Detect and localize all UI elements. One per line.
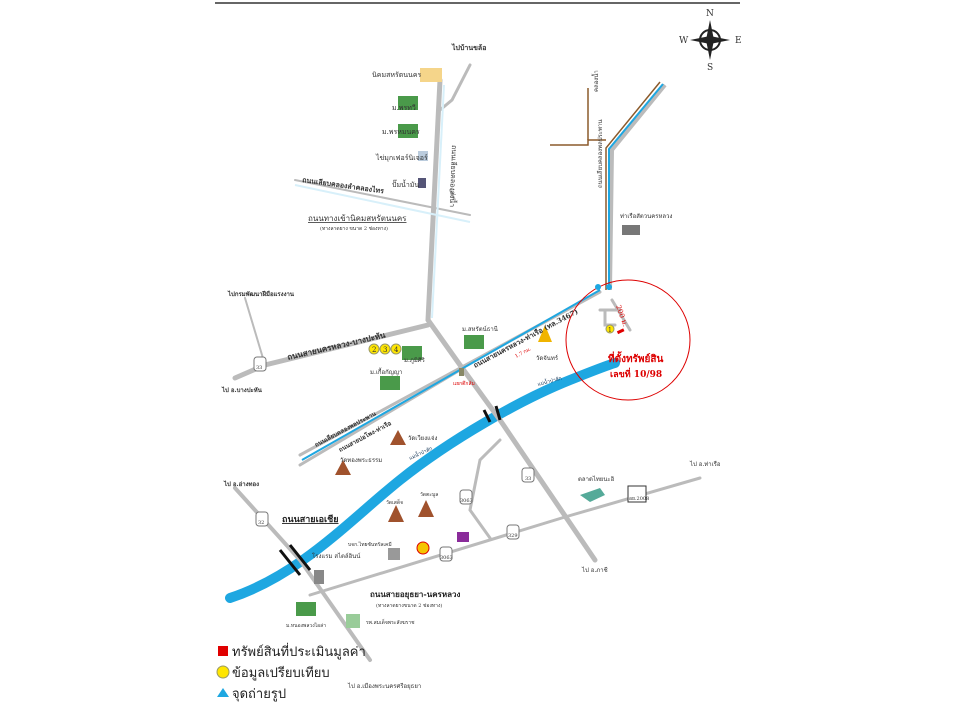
svg-text:ท่าเรือสัตวนครหลวง: ท่าเรือสัตวนครหลวง	[620, 212, 672, 220]
svg-text:ถนนเลียบคลองพลประพาน: ถนนเลียบคลองพลประพาน	[596, 120, 604, 188]
svg-text:ไปกรมพัฒนาฝีมือแรงงาน: ไปกรมพัฒนาฝีมือแรงงาน	[227, 290, 295, 298]
legend-comparable-icon	[216, 665, 230, 679]
label-nikhom: นิคมสหรัตนนคร	[372, 71, 422, 79]
svg-text:โรงแรม สไตล์อินน์: โรงแรม สไตล์อินน์	[312, 552, 360, 560]
legend-subject-label: ทรัพย์สินที่ประเมินมูลค่า	[232, 643, 366, 660]
marker-label: 1	[608, 327, 612, 334]
legend-photo-icon	[217, 688, 229, 697]
svg-text:ไข่มุกเฟอร์นิเจอร์: ไข่มุกเฟอร์นิเจอร์	[375, 153, 428, 162]
bridge-icons	[278, 405, 502, 576]
legend-subject-icon	[218, 646, 228, 656]
svg-text:(ทางลาดยางขนาด 2 ช่องทาง): (ทางลาดยางขนาด 2 ช่องทาง)	[376, 602, 442, 609]
svg-text:2: 2	[372, 346, 376, 354]
svg-text:ถนนสายอยุธยา-นครหลวง: ถนนสายอยุธยา-นครหลวง	[370, 589, 461, 600]
svg-text:ไป อ.ท่าเรือ: ไป อ.ท่าเรือ	[689, 460, 721, 468]
compass-s: S	[707, 63, 713, 73]
svg-text:วัดเวียงแจ่ง: วัดเวียงแจ่ง	[408, 434, 438, 442]
svg-text:ม.สหรัตน์ธานี: ม.สหรัตน์ธานี	[462, 325, 498, 333]
svg-text:ม.พรทวี: ม.พรทวี	[392, 104, 416, 112]
svg-text:วัดตะมูล: วัดตะมูล	[420, 492, 438, 498]
svg-text:33: 33	[525, 476, 531, 482]
compass-e: E	[735, 36, 742, 46]
compass-icon: N E S W	[679, 9, 742, 73]
svg-text:รพ.สมเด็จพระสังฆราช: รพ.สมเด็จพระสังฆราช	[366, 618, 415, 626]
svg-text:อย.2008: อย.2008	[629, 496, 649, 502]
svg-text:ม.เกื้อกัญญา: ม.เกื้อกัญญา	[370, 366, 402, 376]
subject-number: เลขที่ 10/98	[610, 367, 662, 380]
svg-text:ไป อ.ภาชี: ไป อ.ภาชี	[581, 566, 608, 574]
svg-text:แยกตึกส้ม: แยกตึกส้ม	[453, 380, 475, 387]
svg-text:บจก.ไทยซันทรัลเคมี: บจก.ไทยซันทรัลเคมี	[348, 541, 392, 548]
svg-text:3: 3	[383, 346, 387, 354]
landmark-icons	[296, 68, 640, 628]
river-pasak	[225, 358, 620, 603]
roads	[232, 63, 702, 662]
svg-text:ตลาดไทยนะอิ: ตลาดไทยนะอิ	[578, 475, 615, 483]
subject-area-circle	[565, 279, 691, 401]
svg-text:3063: 3063	[460, 498, 473, 504]
subject-title: ที่ตั้งทรัพย์สิน	[608, 351, 663, 365]
photo-points	[595, 284, 612, 290]
distance-label: 200 ม.	[614, 304, 629, 328]
comparable-marker-1	[605, 324, 615, 334]
svg-text:ถนนเลียบคลองส่งน้ำ: ถนนเลียบคลองส่งน้ำ	[448, 145, 461, 207]
svg-text:ถนนสายเอเชีย: ถนนสายเอเชีย	[282, 514, 339, 525]
comparable-markers-2-4: 2 3 4	[368, 343, 402, 355]
svg-text:33: 33	[256, 365, 262, 371]
church-icon	[390, 430, 406, 445]
svg-text:ม.หนองพลวงไอล่า: ม.หนองพลวงไอล่า	[286, 622, 326, 629]
svg-text:ไป อ.อ่างทอง: ไป อ.อ่างทอง	[223, 480, 259, 488]
svg-text:3063: 3063	[440, 555, 453, 561]
compass-w: W	[679, 36, 689, 46]
svg-text:ไป อ.เมืองพระนครศรีอยุธยา: ไป อ.เมืองพระนครศรีอยุธยา	[347, 682, 421, 690]
svg-text:32: 32	[258, 520, 264, 526]
svg-text:วัดเสด็จ: วัดเสด็จ	[386, 498, 403, 506]
svg-text:ม.ภูมิศิริ: ม.ภูมิศิริ	[404, 357, 426, 364]
svg-text:ถนนเลียบคลองลำคลองไทร: ถนนเลียบคลองลำคลองไทร	[302, 175, 385, 195]
svg-text:ถนนสายนครหลวง-ท่าเรือ (ทล.3467: ถนนสายนครหลวง-ท่าเรือ (ทล.3467)	[472, 307, 580, 370]
legend-photo-label: จุดถ่ายรูป	[232, 687, 286, 702]
svg-text:ปั๊มน้ำมัน: ปั๊มน้ำมัน	[392, 178, 419, 189]
svg-text:4: 4	[394, 346, 399, 354]
compass-n: N	[706, 9, 714, 19]
temple-icon	[538, 325, 552, 342]
svg-text:คลองน้ำ: คลองน้ำ	[590, 70, 600, 92]
highway-shields: 33 32 33 3063 3063 329 อย.2008	[253, 356, 649, 562]
svg-text:วัดจันทร์: วัดจันทร์	[536, 354, 559, 362]
legend-comparable-label: ข้อมูลเปรียบเทียบ	[232, 665, 330, 681]
svg-text:(ทางลาดยาง ขนาด 2 ช่องทาง): (ทางลาดยาง ขนาด 2 ช่องทาง)	[320, 225, 388, 232]
legend: ทรัพย์สินที่ประเมินมูลค่า ข้อมูลเปรียบเท…	[216, 643, 366, 702]
subject-marker-icon	[616, 328, 625, 335]
svg-text:329: 329	[508, 533, 518, 539]
svg-text:ม.พรหมนคร: ม.พรหมนคร	[382, 128, 420, 136]
svg-text:ถนนทางเข้านิคมสหรัตนนคร: ถนนทางเข้านิคมสหรัตนนคร	[308, 214, 407, 223]
map-labels: ไปบ้านขล้อ นิคมสหรัตนนคร ม.พรทวี ม.พรหมน…	[221, 43, 721, 690]
label-to-ban: ไปบ้านขล้อ	[451, 43, 486, 52]
svg-text:วัดทองพระธรรม: วัดทองพระธรรม	[340, 457, 382, 464]
svg-text:ไป อ.บางปะหัน: ไป อ.บางปะหัน	[221, 386, 263, 394]
svg-text:1.7 กม.: 1.7 กม.	[514, 346, 533, 360]
